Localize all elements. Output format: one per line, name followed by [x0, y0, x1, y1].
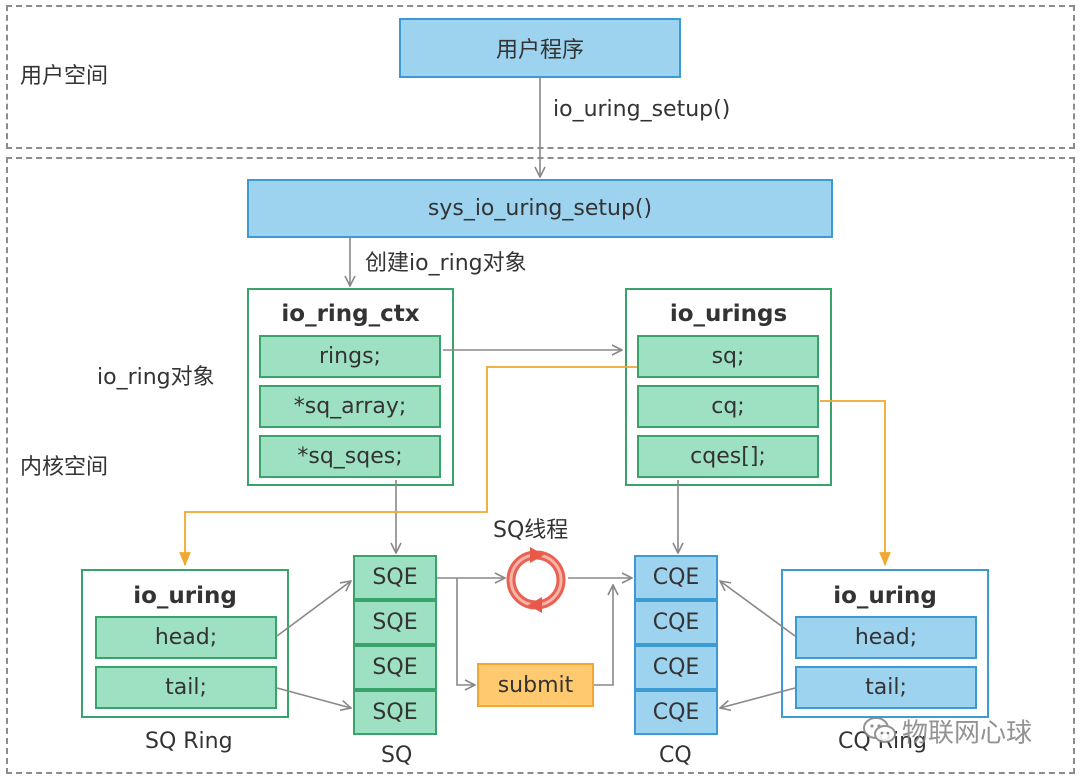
- sq-thread-label: SQ线程: [493, 518, 569, 543]
- field-sq-array: *sq_array;: [259, 385, 441, 428]
- cq-ring-title: io_uring: [833, 583, 937, 609]
- field-sq: sq;: [637, 335, 819, 378]
- cqe-cell: CQE: [634, 690, 718, 735]
- cqe-cell: CQE: [634, 555, 718, 600]
- sys-setup-label: sys_io_uring_setup(): [427, 196, 653, 221]
- sqe-cell: SQE: [353, 600, 437, 645]
- create-object-note: 创建io_ring对象: [365, 251, 527, 276]
- field-rings: rings;: [259, 335, 441, 378]
- cq-ring-head: head;: [795, 616, 977, 659]
- sq-ring-head: head;: [95, 616, 277, 659]
- watermark-text: 物联网心球: [902, 718, 1033, 749]
- kernel-space-label: 内核空间: [20, 455, 109, 480]
- submit-label: submit: [497, 672, 574, 698]
- sqe-cell: SQE: [353, 555, 437, 600]
- io-ring-ctx-title: io_ring_ctx: [281, 301, 420, 327]
- watermark: 物联网心球: [862, 716, 1032, 751]
- wechat-icon: [862, 716, 898, 751]
- cqe-cell: CQE: [634, 600, 718, 645]
- setup-call-label: io_uring_setup(): [553, 97, 731, 122]
- cq-caption: CQ: [659, 743, 692, 768]
- io-urings-title: io_urings: [669, 301, 788, 327]
- cq-ring-struct: io_uring head; tail;: [781, 569, 989, 718]
- user-space-label: 用户空间: [20, 64, 109, 89]
- field-cqes: cqes[];: [637, 435, 819, 478]
- field-cq: cq;: [637, 385, 819, 428]
- submit-box: submit: [477, 663, 594, 707]
- cq-ring-tail: tail;: [795, 666, 977, 709]
- io-ring-ctx-struct: io_ring_ctx rings; *sq_array; *sq_sqes;: [247, 288, 454, 486]
- io-ring-object-label: io_ring对象: [97, 365, 215, 390]
- user-program-box: 用户程序: [399, 18, 681, 78]
- cqe-cell: CQE: [634, 645, 718, 690]
- sys-setup-box: sys_io_uring_setup(): [247, 179, 833, 238]
- sqe-cell: SQE: [353, 645, 437, 690]
- sqe-cell: SQE: [353, 690, 437, 735]
- sq-ring-tail: tail;: [95, 666, 277, 709]
- user-program-label: 用户程序: [495, 38, 584, 63]
- sq-caption: SQ: [381, 743, 413, 768]
- sq-ring-caption: SQ Ring: [145, 729, 233, 754]
- io-urings-struct: io_urings sq; cq; cqes[];: [625, 288, 832, 486]
- sq-ring-title: io_uring: [133, 583, 237, 609]
- sq-ring-struct: io_uring head; tail;: [81, 569, 289, 718]
- field-sq-sqes: *sq_sqes;: [259, 435, 441, 478]
